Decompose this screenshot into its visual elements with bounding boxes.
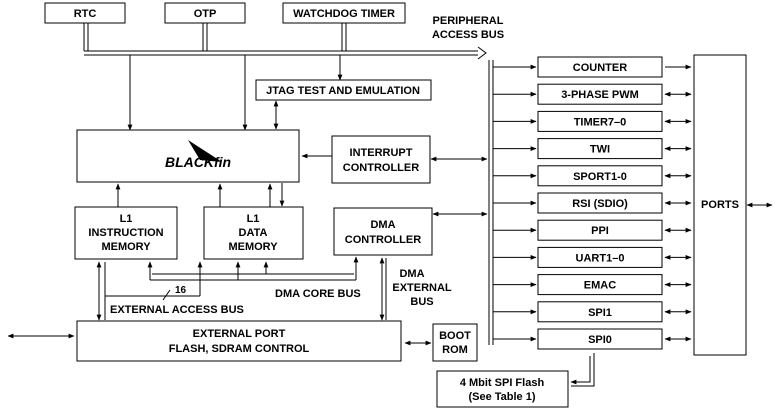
peripheral-label: COUNTER <box>573 62 627 74</box>
blackfin-fin-icon <box>188 140 222 162</box>
peripheral-box <box>537 328 663 350</box>
l1-data-label-3: MEMORY <box>228 241 278 253</box>
dma-ext-label-2: EXTERNAL <box>392 282 452 294</box>
l1-data-label-1: L1 <box>247 213 260 225</box>
watchdog-timer-label: WATCHDOG TIMER <box>293 8 395 20</box>
dma-core-bus-label: DMA CORE BUS <box>275 288 361 300</box>
core-memory-links <box>115 183 285 207</box>
blackfin-core-block: BLACKfin <box>76 129 300 183</box>
interrupt-label-1: INTERRUPT <box>350 147 413 159</box>
boot-rom-block: BOOT ROM <box>432 323 478 362</box>
peripheral-box <box>537 165 663 187</box>
dma-ext-label-3: BUS <box>410 296 433 308</box>
peripheral-label: PPI <box>591 225 609 237</box>
peripheral-label: SPI0 <box>588 334 612 346</box>
peripheral-box <box>537 274 663 296</box>
peripheral-label: SPORT1-0 <box>573 171 627 183</box>
l1-data-label-2: DATA <box>239 227 268 239</box>
l1-instruction-memory-block: L1 INSTRUCTION MEMORY <box>74 206 178 260</box>
watchdog-timer-block: WATCHDOG TIMER <box>282 2 406 24</box>
peripheral-box <box>537 246 663 268</box>
l1-instr-label-3: MEMORY <box>101 241 151 253</box>
peripheral-bus-label-1: PERIPHERAL <box>433 15 504 27</box>
external-access-bus <box>96 261 203 321</box>
peripheral-box <box>537 219 663 241</box>
interrupt-label-2: CONTROLLER <box>343 162 419 174</box>
peripheral-label: RSI (SDIO) <box>572 198 628 210</box>
peripheral-box <box>537 138 663 160</box>
dma-core-bus <box>147 256 359 281</box>
rtc-label: RTC <box>74 8 97 20</box>
dma-ctrl-label-2: CONTROLLER <box>345 234 421 246</box>
spi0-flash-link <box>570 356 591 385</box>
peripheral-box <box>537 301 663 323</box>
peripheral-label: TIMER7–0 <box>574 116 627 128</box>
core-bus-links <box>127 55 343 131</box>
jtag-label: JTAG TEST AND EMULATION <box>266 85 420 97</box>
spi-flash-block: 4 Mbit SPI Flash (See Table 1) <box>436 370 569 408</box>
jtag-block: JTAG TEST AND EMULATION <box>255 79 432 101</box>
bus-width-label: 16 <box>175 285 187 296</box>
boot-label-1: BOOT <box>439 330 471 342</box>
rtc-block: RTC <box>44 2 126 24</box>
peripheral-box <box>537 56 663 78</box>
peripheral-label: SPI1 <box>588 307 612 319</box>
external-access-bus-label: EXTERNAL ACCESS BUS <box>110 304 244 316</box>
peripheral-label: EMAC <box>584 280 616 292</box>
otp-block: OTP <box>164 2 246 24</box>
dma-controller-block: DMA CONTROLLER <box>333 207 433 256</box>
peripheral-label: TWI <box>590 144 610 156</box>
peripheral-box <box>537 83 663 105</box>
external-port-block: EXTERNAL PORT FLASH, SDRAM CONTROL <box>76 320 402 362</box>
peripheral-label: UART1–0 <box>576 252 625 264</box>
dma-ext-label-1: DMA <box>399 268 424 280</box>
peripheral-box <box>537 192 663 214</box>
otp-label: OTP <box>194 8 217 20</box>
peripheral-label: 3-PHASE PWM <box>561 89 639 101</box>
ext-port-label-2: FLASH, SDRAM CONTROL <box>169 343 310 355</box>
ports-block: PORTS <box>693 54 747 356</box>
l1-instr-label-2: INSTRUCTION <box>88 227 163 239</box>
l1-instr-label-1: L1 <box>120 213 133 225</box>
dma-ctrl-label-1: DMA <box>370 219 395 231</box>
spi-flash-label-1: 4 Mbit SPI Flash <box>460 377 545 389</box>
peripheral-bus-label-2: ACCESS BUS <box>432 29 504 41</box>
ports-label: PORTS <box>701 199 739 211</box>
l1-data-memory-block: L1 DATA MEMORY <box>203 206 304 260</box>
interrupt-controller-block: INTERRUPT CONTROLLER <box>331 135 431 184</box>
boot-label-2: ROM <box>442 344 468 356</box>
spi-flash-label-2: (See Table 1) <box>468 391 535 403</box>
ext-port-label-1: EXTERNAL PORT <box>193 328 286 340</box>
peripheral-box <box>537 110 663 132</box>
